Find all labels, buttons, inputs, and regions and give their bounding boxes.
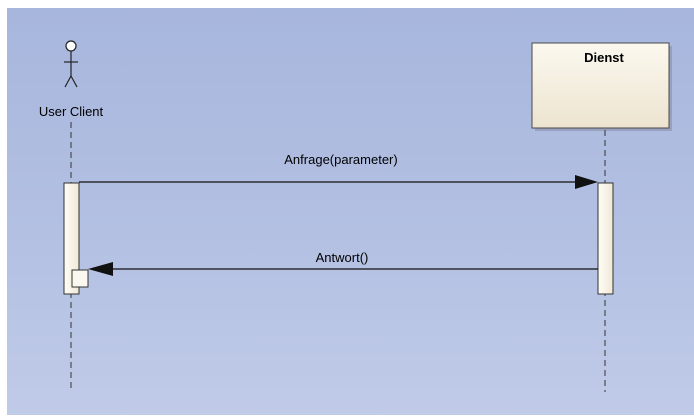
actor-nested-activation [71, 269, 89, 288]
response-message-arrow [88, 262, 598, 276]
user-client-actor-icon [64, 40, 78, 88]
request-message-arrow [79, 175, 598, 189]
actor-label: User Client [39, 104, 104, 119]
response-message-label: Antwort() [316, 250, 369, 265]
service-label: Dienst [584, 50, 624, 65]
request-message-label: Anfrage(parameter) [284, 152, 397, 167]
service-participant-box [531, 42, 672, 131]
actor-activation-bar [63, 182, 80, 295]
service-activation-bar [597, 182, 614, 295]
